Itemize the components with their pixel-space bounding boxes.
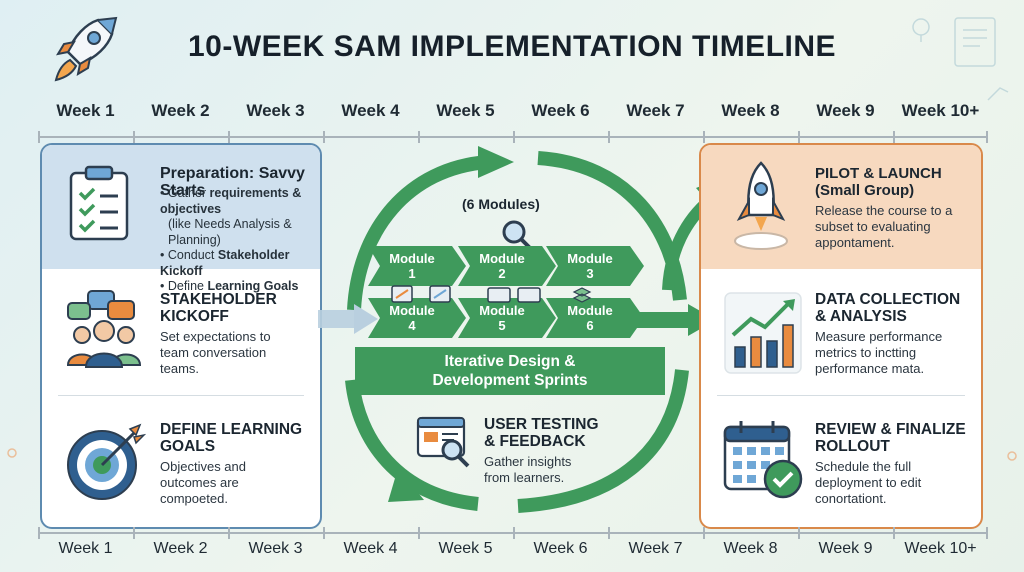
week-label: Week 3 <box>248 540 303 557</box>
stakeholder-kickoff-section: STAKEHOLDER KICKOFF Set expectations to … <box>42 269 320 399</box>
week-label: Week 1 <box>56 101 115 120</box>
week-label: Week 8 <box>721 101 780 120</box>
team-chat-icon <box>66 290 142 368</box>
week-label: Week 8 <box>723 540 778 557</box>
week-label: Week 10+ <box>904 540 977 557</box>
week-label: Week 4 <box>341 101 400 120</box>
preparation-title: Preparation: Savvy Starts <box>160 165 305 199</box>
user-testing-text: Gather insights from learners. <box>484 454 572 485</box>
user-testing-title: USER TESTING & FEEDBACK <box>484 416 599 450</box>
review-text: Schedule the full deployment to edit con… <box>815 459 922 506</box>
week-axis-top: Week 1 Week 2 Week 3 Week 4 Week 5 Week … <box>38 101 988 125</box>
week-axis-bottom-line <box>38 527 988 542</box>
data-collection-section: DATA COLLECTION & ANALYSIS Measure perfo… <box>701 269 981 399</box>
review-title: REVIEW & FINALIZE ROLLOUT <box>815 421 966 455</box>
week-label: Week 4 <box>343 540 398 557</box>
preparation-section: Preparation: Savvy Starts • Gather requi… <box>42 145 320 293</box>
week-label: Week 6 <box>531 101 590 120</box>
rocket-launch-icon <box>734 161 788 250</box>
data-collection-text: Measure performance metrics to inctting … <box>815 329 943 376</box>
goals-text: Objectives and outcomes are compoeted. <box>160 459 246 506</box>
week-label: Week 9 <box>818 540 873 557</box>
week-label: Week 1 <box>58 540 113 557</box>
week-axis-top-line <box>38 131 988 146</box>
kickoff-text: Set expectations to team conversation te… <box>160 329 271 376</box>
week-label: Week 9 <box>816 101 875 120</box>
week-label: Week 3 <box>246 101 305 120</box>
launch-panel: PILOT & LAUNCH (Small Group) Release the… <box>699 143 983 529</box>
week-label: Week 2 <box>153 540 208 557</box>
week-label: Week 7 <box>626 101 685 120</box>
bar-chart-icon <box>724 292 802 374</box>
week-label: Week 2 <box>151 101 210 120</box>
calendar-check-icon <box>723 421 803 499</box>
goals-title: DEFINE LEARNING GOALS <box>160 421 303 455</box>
pilot-text: Release the course to a subset to evalua… <box>815 203 953 250</box>
browser-search-icon <box>416 416 470 468</box>
week-label: Week 6 <box>533 540 588 557</box>
pilot-title: PILOT & LAUNCH (Small Group) <box>815 165 942 199</box>
planning-panel: Preparation: Savvy Starts • Gather requi… <box>40 143 322 529</box>
preparation-bullets: • Gather requirements & objectives (like… <box>160 186 302 293</box>
rocket-icon <box>54 16 118 82</box>
review-finalize-section: REVIEW & FINALIZE ROLLOUT Schedule the f… <box>701 399 981 527</box>
week-label: Week 7 <box>628 540 683 557</box>
page-title: 10-WEEK SAM IMPLEMENTATION TIMELINE <box>187 30 837 63</box>
pilot-launch-section: PILOT & LAUNCH (Small Group) Release the… <box>701 145 981 269</box>
learning-goals-section: DEFINE LEARNING GOALS Objectives and out… <box>42 399 320 527</box>
week-label: Week 5 <box>438 540 493 557</box>
week-axis-bottom: Week 1 Week 2 Week 3 Week 4 Week 5 Week … <box>38 540 988 564</box>
modules-count: (6 Modules) <box>462 196 540 212</box>
magnifier-icon <box>502 220 535 253</box>
iterative-sprints-banner: Iterative Design & Development Sprints <box>355 347 665 395</box>
target-icon <box>67 423 146 500</box>
week-label: Week 10+ <box>901 101 980 120</box>
module-tools-icons <box>391 285 592 303</box>
data-collection-title: DATA COLLECTION & ANALYSIS <box>815 291 961 325</box>
checklist-icon <box>69 165 129 241</box>
kickoff-title: STAKEHOLDER KICKOFF <box>160 291 277 325</box>
week-label: Week 5 <box>436 101 495 120</box>
